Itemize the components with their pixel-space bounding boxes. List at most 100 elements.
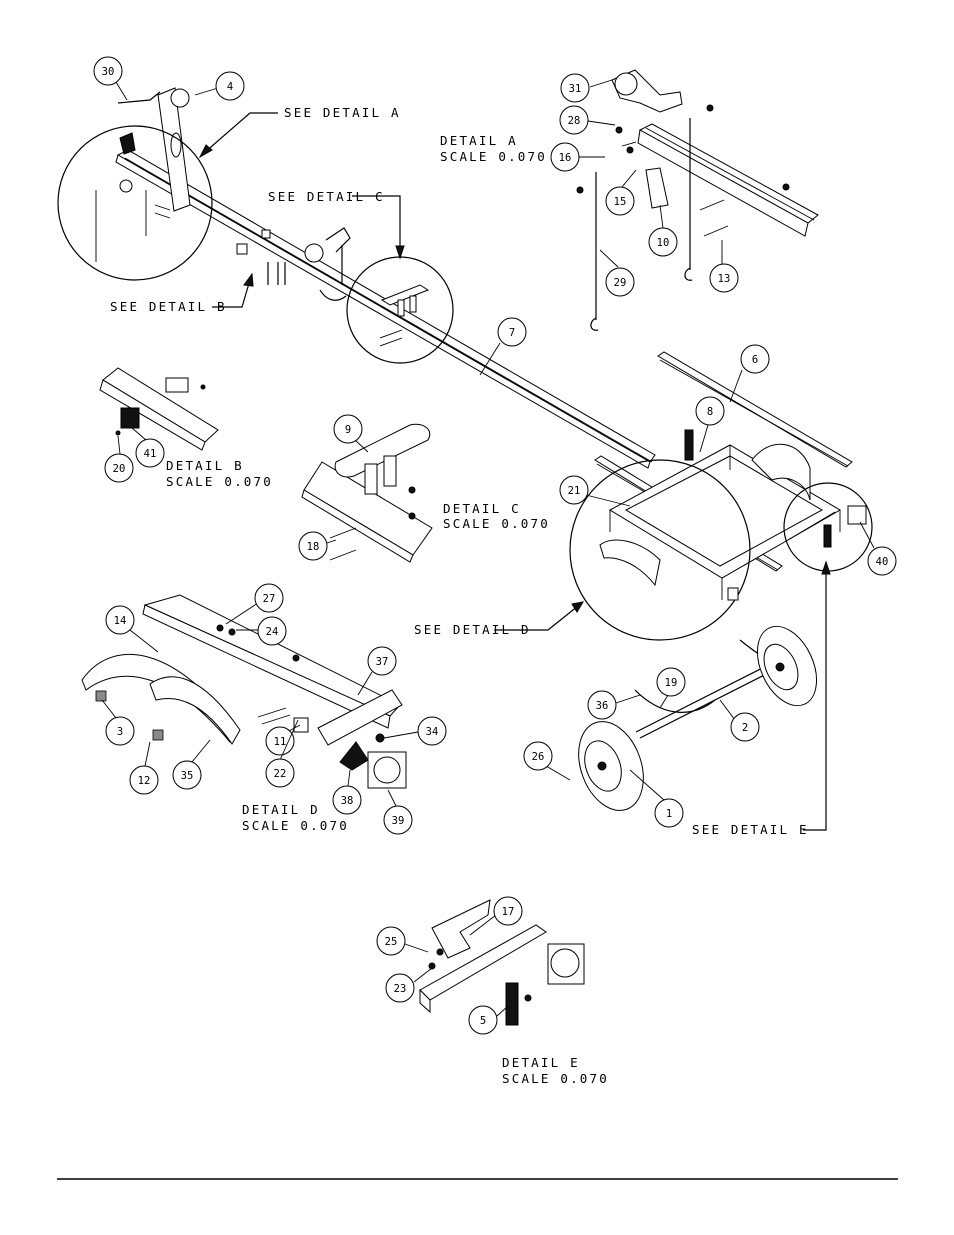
- callout-24: 24: [236, 616, 287, 646]
- callout-7: 7: [479, 317, 527, 376]
- axle-assembly: [578, 625, 818, 811]
- svg-text:1: 1: [666, 808, 672, 820]
- callout-37: 37: [357, 646, 397, 696]
- callout-25: 25: [376, 926, 429, 956]
- svg-text:31: 31: [569, 83, 582, 95]
- callout-26: 26: [523, 741, 571, 781]
- svg-text:40: 40: [876, 556, 889, 568]
- callout-15: 15: [605, 169, 637, 216]
- svg-text:11: 11: [274, 736, 287, 748]
- detail-c-circle: [346, 256, 454, 364]
- callout-17: 17: [469, 896, 523, 936]
- callout-34: 34: [383, 716, 447, 746]
- svg-text:34: 34: [426, 726, 439, 738]
- svg-text:37: 37: [376, 656, 389, 668]
- detail-b-drawing: [99, 367, 219, 451]
- callout-8: 8: [695, 396, 725, 453]
- svg-text:24: 24: [266, 626, 279, 638]
- callout-14: 14: [105, 605, 159, 653]
- callout-27: 27: [225, 583, 284, 625]
- callout-22: 22: [265, 719, 299, 788]
- callout-36: 36: [587, 690, 641, 720]
- callout-5: 5: [468, 1005, 509, 1035]
- svg-text:8: 8: [707, 406, 713, 418]
- callout-31: 31: [560, 73, 613, 103]
- see-detail-b-label: SEE DETAIL B: [110, 299, 227, 314]
- detail-e-title: DETAIL E: [502, 1055, 580, 1070]
- callout-40: 40: [859, 521, 897, 576]
- callout-28: 28: [559, 105, 616, 135]
- svg-text:10: 10: [657, 237, 670, 249]
- rear-frame: [599, 443, 841, 600]
- callout-10: 10: [648, 204, 678, 257]
- callout-41: 41: [131, 427, 165, 468]
- callout-18: 18: [298, 531, 337, 561]
- svg-text:5: 5: [480, 1015, 486, 1027]
- svg-text:16: 16: [559, 152, 572, 164]
- callout-12: 12: [129, 741, 159, 795]
- callout-29: 29: [599, 249, 635, 297]
- callout-2: 2: [719, 699, 760, 742]
- callout-11: 11: [265, 724, 301, 756]
- svg-text:6: 6: [752, 354, 758, 366]
- callout-9: 9: [333, 414, 369, 453]
- detail-e-scale: SCALE 0.070: [502, 1071, 609, 1086]
- svg-text:29: 29: [614, 277, 627, 289]
- callout-16: 16: [550, 142, 605, 172]
- callout-bubbles: 30 4 31 28 16 15 10 29 13 7 6 8 21 40 9 …: [93, 56, 897, 1035]
- svg-text:17: 17: [502, 906, 515, 918]
- svg-text:22: 22: [274, 768, 287, 780]
- detail-d-title: DETAIL D: [242, 802, 320, 817]
- svg-text:20: 20: [113, 463, 126, 475]
- detail-a-circle: [57, 125, 213, 281]
- svg-text:19: 19: [665, 677, 678, 689]
- detail-d-circle: [569, 459, 751, 641]
- callout-21: 21: [559, 475, 631, 507]
- svg-text:38: 38: [341, 795, 354, 807]
- svg-text:23: 23: [394, 983, 407, 995]
- svg-text:26: 26: [532, 751, 545, 763]
- svg-text:27: 27: [263, 593, 276, 605]
- detail-c-title: DETAIL C: [443, 501, 521, 516]
- see-detail-a-label: SEE DETAIL A: [284, 105, 401, 120]
- svg-text:28: 28: [568, 115, 581, 127]
- callout-4: 4: [194, 71, 245, 101]
- detail-a-title: DETAIL A: [440, 133, 518, 148]
- callout-20: 20: [104, 435, 134, 483]
- svg-text:15: 15: [614, 196, 627, 208]
- svg-text:9: 9: [345, 424, 351, 436]
- detail-labels: SEE DETAIL A SEE DETAIL C SEE DETAIL B S…: [110, 105, 809, 1086]
- svg-text:25: 25: [385, 936, 398, 948]
- svg-text:2: 2: [742, 722, 748, 734]
- detail-b-scale: SCALE 0.070: [166, 474, 273, 489]
- see-detail-e-label: SEE DETAIL E: [692, 822, 809, 837]
- detail-b-title: DETAIL B: [166, 458, 244, 473]
- callout-3: 3: [101, 699, 135, 746]
- see-detail-d-label: SEE DETAIL D: [414, 622, 531, 637]
- svg-text:4: 4: [227, 81, 233, 93]
- see-detail-c-label: SEE DETAIL C: [268, 189, 385, 204]
- callout-23: 23: [385, 967, 433, 1003]
- leader-lines: [198, 112, 831, 831]
- callout-39: 39: [383, 789, 413, 835]
- svg-text:12: 12: [138, 775, 151, 787]
- callout-19: 19: [656, 667, 686, 709]
- svg-text:39: 39: [392, 815, 405, 827]
- callout-13: 13: [709, 240, 739, 293]
- svg-text:18: 18: [307, 541, 320, 553]
- svg-text:3: 3: [117, 726, 123, 738]
- svg-text:13: 13: [718, 273, 731, 285]
- detail-d-drawing: [81, 594, 407, 789]
- detail-c-drawing: [301, 423, 433, 563]
- detail-c-scale: SCALE 0.070: [443, 516, 550, 531]
- callout-38: 38: [332, 769, 362, 815]
- svg-text:21: 21: [568, 485, 581, 497]
- svg-text:30: 30: [102, 66, 115, 78]
- detail-e-drawing: [419, 899, 585, 1026]
- detail-a-scale: SCALE 0.070: [440, 149, 547, 164]
- svg-text:7: 7: [509, 327, 515, 339]
- svg-text:35: 35: [181, 770, 194, 782]
- callout-35: 35: [172, 739, 211, 790]
- detail-d-scale: SCALE 0.070: [242, 818, 349, 833]
